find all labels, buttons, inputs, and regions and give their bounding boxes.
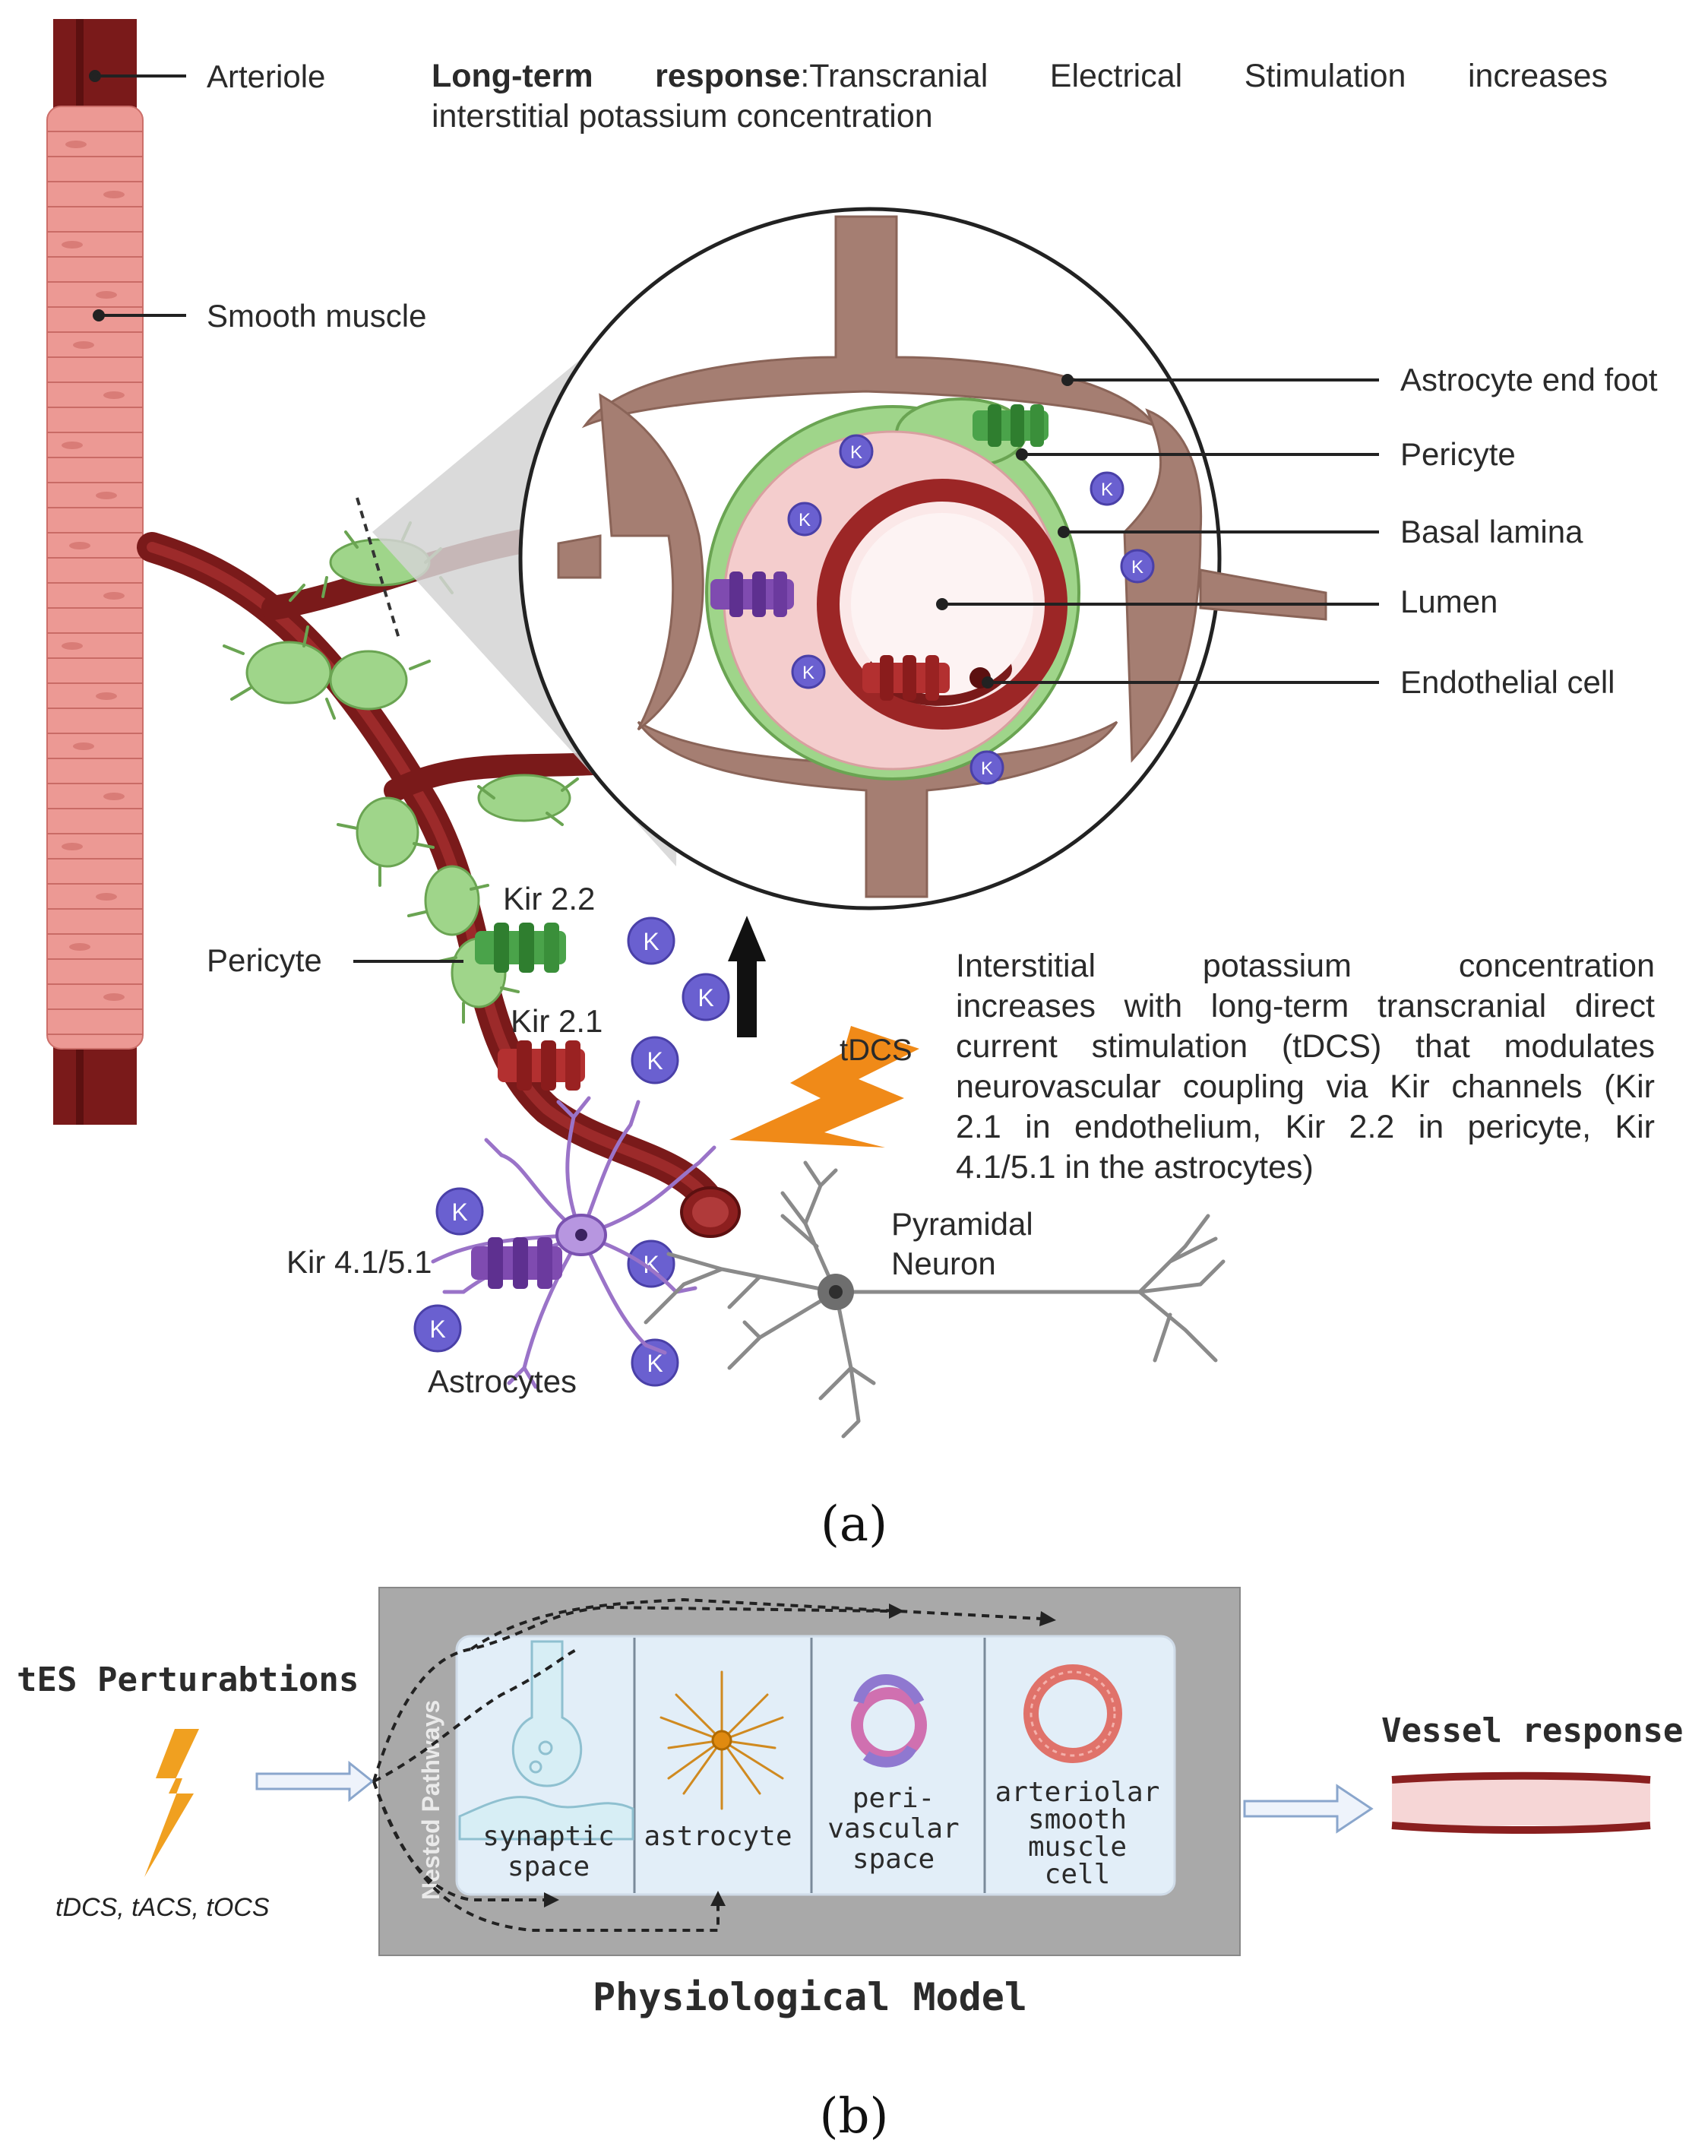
synaptic-label-1: synaptic [482,1821,614,1852]
perivascular-label-2: vascular [827,1813,959,1844]
kir4151-channel-inset [710,571,794,617]
kir4151-label: Kir 4.1/5.1 [286,1244,432,1280]
k-ion: K [627,917,675,965]
input-arrow [255,1760,375,1803]
tdcs-label: tDCS [840,1034,913,1067]
kir22-channel-inset [973,404,1049,447]
k-ion: K [682,973,730,1021]
panel-b: tES Perturabtions tDCS, tACS, tOCS Neste… [17,1587,1683,2145]
svg-text:K: K [850,442,862,463]
k-ion: K [839,434,874,469]
lumen-label: Lumen [1400,584,1498,619]
top-note-bold: Long-term response [432,58,801,94]
asm-label-1: arteriolar [995,1777,1160,1808]
smooth-muscle-layer [46,106,144,1050]
increase-arrow [728,916,766,1037]
compartments-frame [455,1635,1176,1896]
section-cut-line [356,497,400,639]
svg-text:K: K [799,510,811,530]
pyramidal-neuron [644,1160,1226,1439]
k-ion: K [435,1187,484,1236]
k-ion: K [631,1338,679,1387]
astrocyte-label: astrocyte [644,1821,792,1852]
arteriole-vessel [46,19,144,1125]
perivascular-label-1: peri- [852,1783,935,1814]
input-sub: tDCS, tACS, tOCS [55,1893,270,1922]
zoom-inset [518,207,1327,910]
pericyte-label: Pericyte [207,942,322,978]
output-arrow [1243,1784,1374,1834]
output-title: Vessel response [1381,1711,1683,1750]
k-ion: K [791,654,826,689]
k-ion: K [1120,549,1155,584]
svg-text:K: K [981,758,993,779]
kir21-channel [498,1040,585,1091]
smooth-muscle-label: Smooth muscle [207,298,426,334]
k-ion: K [969,750,1004,785]
panel-a: K K K K K K K K K K K K K [46,19,1658,1553]
perivascular-icon [851,1674,927,1768]
kir21-channel-inset [862,655,950,701]
synapse-icon [458,1640,634,1841]
pericyte-inset-label: Pericyte [1400,436,1516,472]
caption-b: (b) [820,2088,889,2145]
side-note-line: Interstitial potassium concentration [956,948,1655,984]
kir21-label: Kir 2.1 [511,1003,603,1039]
astrocyte-icon [659,1670,784,1810]
side-note-line: 4.1/5.1 in the astrocytes) [956,1149,1314,1186]
nested-pathways [372,1597,1042,1932]
svg-text:K: K [451,1198,467,1226]
svg-text:K: K [1101,480,1113,500]
perivascular-label-3: space [852,1844,935,1875]
endothelial-cell-label: Endothelial cell [1400,664,1615,700]
input-lightning [144,1729,199,1877]
k-ion: K [1090,471,1124,506]
k-ion: K [413,1304,462,1353]
kir22-label: Kir 2.2 [503,881,595,917]
model-title: Physiological Model [593,1975,1027,2019]
svg-text:K: K [697,984,713,1012]
asm-label-4: cell [1045,1859,1111,1890]
kir4151-channel [471,1237,562,1289]
svg-text:K: K [1131,557,1143,578]
side-note-line: increases with long-term transcranial di… [956,988,1655,1024]
side-note-line: neurovascular coupling via Kir channels … [956,1069,1655,1105]
tdcs-lightning: tDCS [729,1026,919,1148]
nested-pathways-label: Nested Pathways [417,1700,444,1900]
vessel-response-icon [1391,1771,1651,1834]
leader-lines [89,70,1379,963]
top-note-line1: :Transcranial Electrical Stimulation inc… [800,58,1608,94]
svg-text:K: K [429,1315,445,1343]
input-title: tES Perturabtions [17,1661,359,1699]
basal-lamina-label: Basal lamina [1400,514,1583,549]
caption-a: (a) [821,1496,887,1553]
k-ion: K [631,1036,679,1084]
top-note: Long-term response:Transcranial Electric… [432,56,1608,137]
top-note-line2: interstitial potassium concentration [432,98,933,135]
asm-label-2: smooth [1028,1804,1127,1835]
svg-text:K: K [647,1350,663,1377]
smooth-muscle-ring-icon [1023,1664,1122,1763]
k-ion: K [787,502,822,537]
kir22-channel [475,923,566,973]
svg-text:K: K [647,1047,663,1075]
side-note-line: 2.1 in endothelium, Kir 2.2 in pericyte,… [956,1109,1655,1145]
side-note-line: current stimulation (tDCS) that modulate… [956,1028,1655,1065]
pyramidal-label-1: Pyramidal [891,1206,1033,1242]
astrocyte-end-foot-label: Astrocyte end foot [1400,362,1658,397]
synaptic-label-2: space [508,1851,590,1882]
svg-text:K: K [643,928,659,955]
arteriole-label: Arteriole [207,59,325,94]
asm-label-3: muscle [1028,1831,1127,1863]
side-note: Interstitial potassium concentration inc… [956,946,1655,1188]
k-ion: K [627,1239,675,1288]
pyramidal-label-2: Neuron [891,1246,996,1281]
astrocytes-label: Astrocytes [428,1363,577,1399]
svg-text:K: K [802,663,814,683]
